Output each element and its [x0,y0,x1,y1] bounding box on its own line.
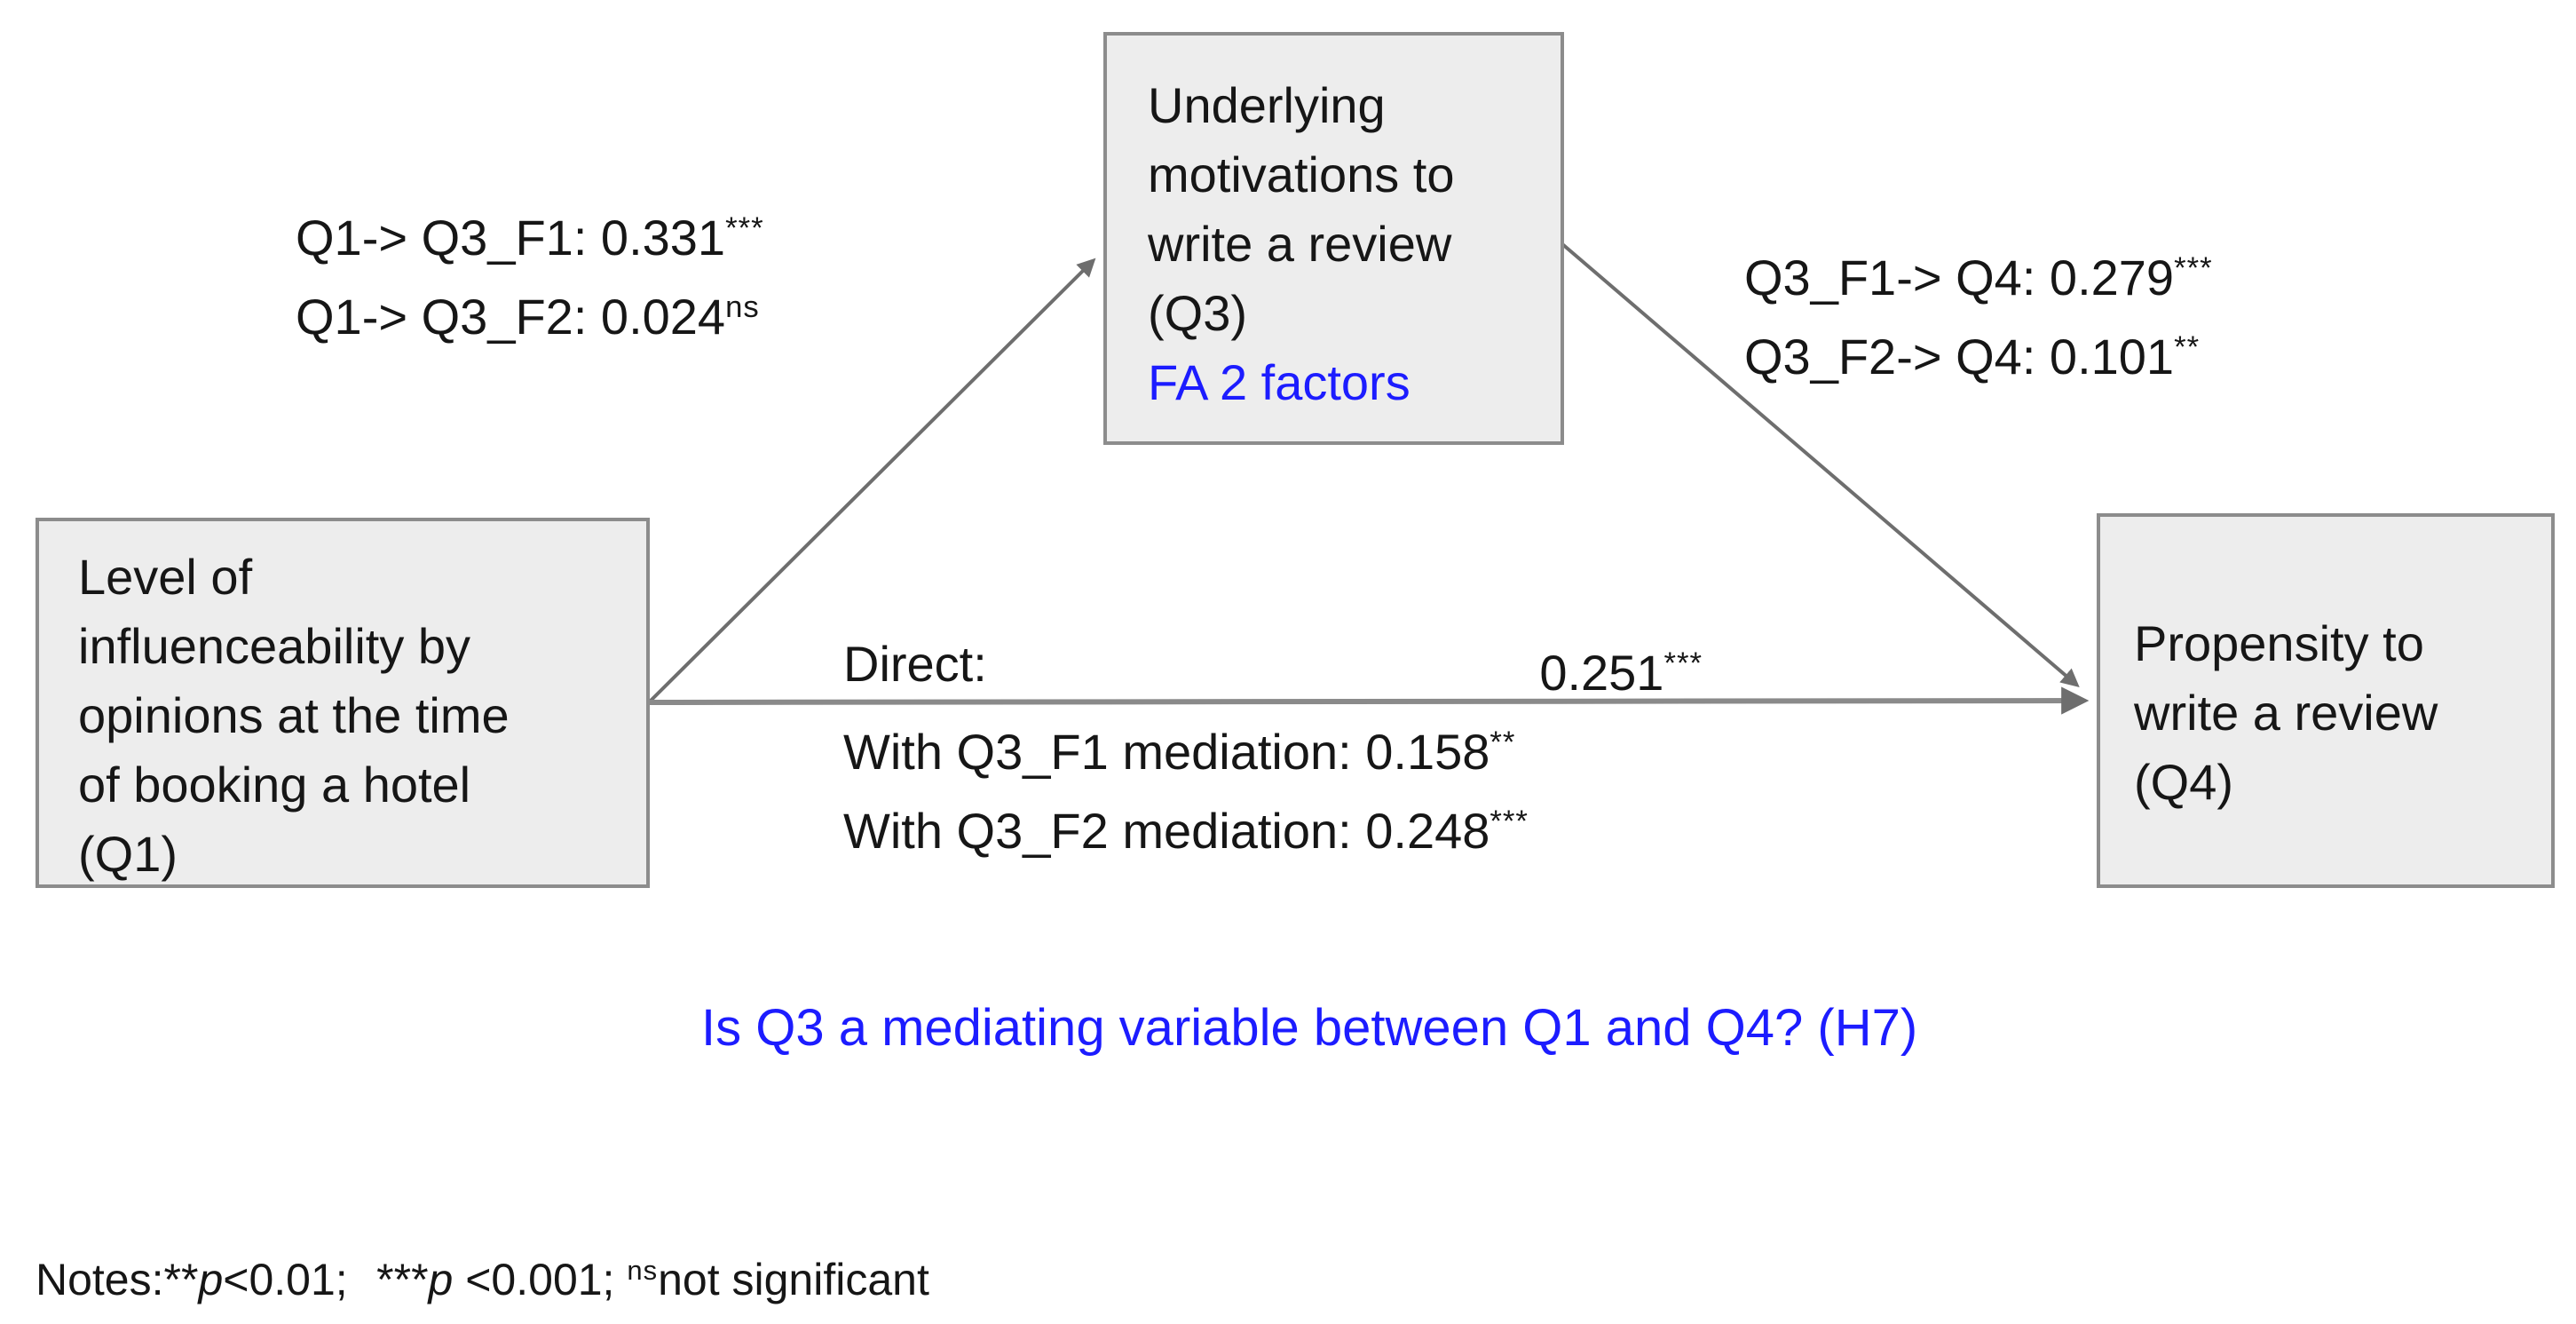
coefficient-text: Q1-> Q3_F1: 0.331 [296,210,726,266]
arrow-q1-to-q4-direct [649,686,2090,715]
node-q1-line: (Q1) [78,826,178,882]
significance-marker: *** [376,1255,429,1305]
coefficient-text: Q3_F2-> Q4: 0.101 [1744,329,2175,385]
node-q1-line: opinions at the time [78,687,510,743]
node-q3-line: motivations to [1148,147,1455,202]
coefficient-text: Q3_F1-> Q4: 0.279 [1744,250,2175,306]
node-q1-line: Level of [78,549,253,605]
direct-effect-value: 0.251*** [1539,629,1703,708]
path-label-q1-q3: Q1-> Q3_F1: 0.331*** Q1-> Q3_F2: 0.024ns [296,194,764,352]
path-label-q1-q3-line1: Q1-> Q3_F1: 0.331*** [296,194,764,273]
node-q3-line: write a review [1148,216,1452,272]
node-q4-line: (Q4) [2134,754,2233,810]
node-q4-line: Propensity to [2134,615,2424,671]
significance-marker: ** [1489,725,1516,760]
notes-condition: <0.001; [453,1255,615,1305]
node-q3: Underlying motivations to write a review… [1103,32,1564,445]
coefficient-text: Q1-> Q3_F2: 0.024 [296,289,726,345]
ns-marker: ns [627,1255,659,1286]
mediation-f1-row: With Q3_F1 mediation: 0.158** [843,708,1703,787]
significance-marker: *** [2174,251,2213,285]
path-label-q3-q4-line2: Q3_F2-> Q4: 0.101** [1744,313,2213,392]
research-question: Is Q3 a mediating variable between Q1 an… [701,999,1918,1057]
coefficient-text: With Q3_F2 mediation: 0.248 [843,803,1490,860]
node-q3-line: (Q3) [1148,285,1247,341]
significance-marker: ** [163,1255,199,1305]
path-label-q1-q3-line2: Q1-> Q3_F2: 0.024ns [296,273,764,352]
direct-effect-label: Direct: [843,636,987,692]
p-symbol: p [428,1255,454,1305]
node-q3-line: Underlying [1148,77,1386,133]
significance-marker: *** [1489,805,1529,839]
node-q3-subtitle: FA 2 factors [1148,354,1410,410]
node-q1-line: of booking a hotel [78,757,471,813]
coefficient-text: With Q3_F1 mediation: 0.158 [843,724,1490,781]
notes-prefix: Notes: [36,1255,164,1305]
arrow-q3-to-q4 [1560,242,2080,688]
node-q1: Level of influenceability by opinions at… [36,518,650,888]
notes-condition: <0.01; [223,1255,348,1305]
node-q1-line: influenceability by [78,618,471,674]
path-label-direct: Direct: 0.251*** With Q3_F1 mediation: 0… [843,629,1703,866]
path-label-q3-q4: Q3_F1-> Q4: 0.279*** Q3_F2-> Q4: 0.101** [1744,234,2213,392]
node-q4-line: write a review [2134,685,2438,741]
mediation-f2-row: With Q3_F2 mediation: 0.248*** [843,787,1703,866]
direct-effect-row: Direct: 0.251*** [843,629,1703,708]
significance-marker: ns [725,290,760,325]
notes-line: Notes:**p<0.01;***p <0.001; nsnot signif… [36,1243,929,1307]
path-label-q3-q4-line1: Q3_F1-> Q4: 0.279*** [1744,234,2213,313]
notes-ns-text: not significant [658,1255,929,1305]
significance-marker: *** [1663,646,1703,680]
p-symbol: p [198,1255,224,1305]
arrow-q1-to-q3 [648,258,1096,703]
significance-marker: ** [2174,330,2201,365]
node-q4: Propensity to write a review (Q4) [2097,513,2555,888]
significance-marker: *** [725,211,764,245]
coefficient-text: 0.251 [1539,645,1664,702]
